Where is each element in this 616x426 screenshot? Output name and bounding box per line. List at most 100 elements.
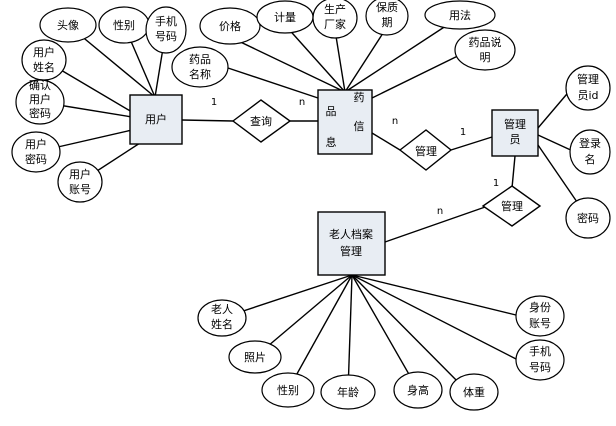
edge-admin-manage2 [511,155,516,189]
svg-text:性别: 性别 [277,383,299,397]
attr-shelf-life: 保质 期 [365,0,409,36]
edge-archive-weight [351,274,469,393]
edge-admin-login [537,134,576,153]
attr-elder-gender: 性别 [261,372,315,408]
svg-text:品: 品 [326,105,337,118]
svg-text:药: 药 [354,91,365,104]
relationship-query: 查询 [231,99,292,143]
attr-measure: 计量 [256,0,314,34]
edge-drug-manage [371,132,401,151]
entity-admin: 管理 员 [491,109,539,157]
edge-admin-id [537,87,573,129]
attr-user-name: 用户 姓名 [21,39,67,81]
card-drug-manage: n [392,116,398,127]
svg-text:密码: 密码 [29,106,51,120]
svg-text:名: 名 [585,152,596,166]
attr-admin-id: 管理 员id [565,65,611,111]
svg-text:管理: 管理 [501,199,523,213]
svg-text:查询: 查询 [250,114,272,128]
svg-text:保质: 保质 [376,0,398,14]
svg-text:身高: 身高 [407,383,429,397]
attr-login-name: 登录 名 [569,129,611,175]
card-manage2-archive: n [437,206,443,217]
attr-usage: 用法 [424,0,496,30]
relationship-manage-archive: 管理 [481,185,542,227]
svg-text:手机: 手机 [155,14,177,28]
attr-id-number: 身份 账号 [515,295,565,337]
attr-elder-name: 老人 姓名 [197,299,247,337]
drug-attributes: 价格 计量 生产 厂家 保质 期 用法 药品 名称 药品说 明 [171,0,516,88]
svg-text:员: 员 [510,133,521,146]
svg-text:登录: 登录 [579,136,601,150]
svg-text:员id: 员id [577,89,598,102]
attr-admin-password: 密码 [565,197,611,239]
svg-text:价格: 价格 [219,19,241,33]
attr-drug-description: 药品说 明 [454,29,516,71]
cardinalities: 1 n n 1 1 n [211,97,499,217]
entity-user: 用户 [129,94,183,145]
svg-text:照片: 照片 [244,351,266,364]
svg-text:身份: 身份 [529,300,551,314]
attr-avatar: 头像 [39,7,97,43]
svg-text:管理: 管理 [415,144,437,158]
svg-text:药品说: 药品说 [469,35,502,49]
attr-price: 价格 [199,7,261,45]
svg-text:老人档案: 老人档案 [329,227,373,241]
edge-archive-gender [287,274,353,391]
attr-user-account: 用户 账号 [57,161,103,203]
svg-text:确认: 确认 [29,79,51,92]
entity-user-label: 用户 [145,112,167,126]
entity-elder-archive: 老人档案 管理 [317,211,386,276]
edge-manage-admin [450,136,493,151]
attr-elder-phone: 手机 号码 [515,339,565,381]
svg-text:手机: 手机 [529,344,551,358]
attr-age: 年龄 [320,374,376,410]
edge-archive-phone [351,274,519,361]
edge-archive-height [351,274,419,391]
edge-manage2-archive [384,205,489,243]
svg-text:厂家: 厂家 [324,17,346,31]
edge-drug-measure [284,24,346,93]
svg-text:用法: 用法 [449,8,471,22]
edges [35,19,589,393]
svg-text:姓名: 姓名 [33,60,55,74]
svg-text:用户: 用户 [69,167,91,181]
attr-user-phone: 手机 号码 [145,6,187,54]
svg-text:年龄: 年龄 [337,385,359,399]
edge-drug-description [371,49,471,99]
svg-text:管理: 管理 [340,244,362,258]
edge-user-query [181,119,234,122]
edge-drug-price [229,36,346,93]
svg-text:息: 息 [326,135,337,149]
attr-user-password: 用户 密码 [11,131,61,173]
card-admin-manage2: 1 [493,178,499,189]
svg-text:密码: 密码 [577,211,599,225]
attr-height: 身高 [393,371,443,409]
attr-manufacturer: 生产 厂家 [312,0,358,39]
edge-drug-manufacturer [334,29,346,93]
card-user-query: 1 [211,97,217,108]
edge-archive-id-number [351,274,521,317]
svg-text:体重: 体重 [463,385,485,399]
svg-text:计量: 计量 [274,11,296,24]
user-attributes: 头像 性别 手机 号码 用户 姓名 确认 用户 密码 用户 密码 [11,6,187,203]
svg-text:号码: 号码 [155,30,177,43]
svg-text:姓名: 姓名 [211,317,233,331]
attr-photo: 照片 [228,340,282,374]
card-manage-admin: 1 [460,127,466,138]
svg-text:名称: 名称 [189,67,211,81]
svg-text:老人: 老人 [211,303,233,316]
edge-drug-shelf-life [344,29,386,93]
elder-attributes: 老人 姓名 照片 性别 年龄 身高 体重 身份 账号 [197,295,565,411]
edge-archive-age [347,274,353,393]
entity-drug-info: 药 品 信 息 [317,89,373,155]
svg-text:用户: 用户 [25,137,47,151]
svg-text:生产: 生产 [324,2,346,16]
attr-drug-name: 药品 名称 [171,46,229,88]
edge-drug-usage [344,19,456,93]
attr-user-gender: 性别 [98,6,150,44]
svg-text:信: 信 [354,120,365,133]
edge-archive-photo [254,274,353,358]
svg-text:头像: 头像 [57,19,79,32]
admin-attributes: 管理 员id 登录 名 密码 [565,65,611,239]
